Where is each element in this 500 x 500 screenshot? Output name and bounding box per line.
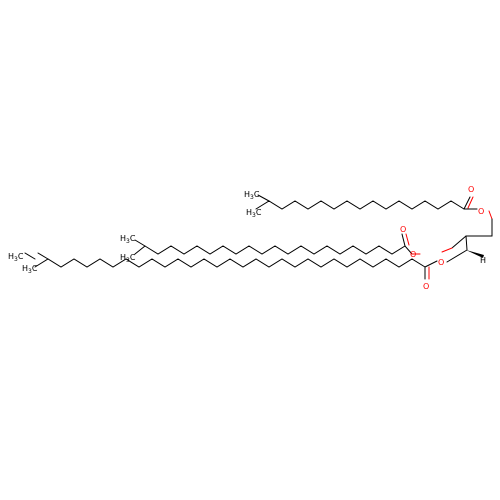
- chain-3: [24, 252, 438, 280]
- chain-1-carbonyl-bond: [463, 196, 471, 210]
- chain-2-methyl-bond: [134, 239, 146, 247]
- h-label: H: [480, 256, 486, 265]
- chain-2-carbonyl-bond: [401, 233, 406, 247]
- ch3-label-1: H3C: [244, 190, 260, 201]
- glycerol-backbone: [441, 218, 493, 263]
- ch3-label-5: H3C: [8, 252, 24, 263]
- ch3-label-4: H3C: [120, 253, 136, 264]
- chain-2-methyl2-bond: [134, 245, 146, 255]
- o-carbonyl-2: O: [400, 225, 406, 234]
- chain-3-backbone: [34, 258, 426, 268]
- ch3-label-2: H3C: [246, 208, 262, 219]
- chain-1: [255, 194, 493, 220]
- ch3-label-6: H3C: [22, 264, 38, 275]
- chain-1-carbonyl-double: [467, 196, 474, 209]
- glycerol-c2o-o: [446, 249, 468, 263]
- chain-2-backbone: [144, 245, 413, 255]
- o-ester-3: O: [438, 258, 444, 267]
- o-carbonyl-3: O: [423, 282, 429, 291]
- glycerol-c1-o-red: [441, 247, 453, 253]
- chain-3-ethyl-bond: [37, 252, 49, 260]
- chain-2: [134, 233, 421, 255]
- chain-2-carbonyl-double: [405, 233, 410, 246]
- glycerol-c1-o: [451, 235, 467, 249]
- o-carbonyl-1: O: [468, 185, 474, 194]
- chain-3-ethyl-bond2: [24, 252, 36, 260]
- glycerol-c2-c2o: [465, 235, 468, 251]
- chain-1-backbone: [255, 200, 465, 210]
- chain-1-methyl-bond: [257, 194, 270, 202]
- ch3-label-3: H3C: [120, 234, 136, 245]
- o-ester-2: O: [410, 250, 416, 259]
- chain-3-ester-bond: [424, 260, 438, 268]
- stereo-wedge: [466, 250, 484, 258]
- o-ester-1: O: [478, 207, 484, 216]
- chain-1-ester-o-bond: [488, 210, 493, 220]
- atom-labels: H3C H3C O O H3C H3C O O H3C H3C O O H: [8, 185, 486, 291]
